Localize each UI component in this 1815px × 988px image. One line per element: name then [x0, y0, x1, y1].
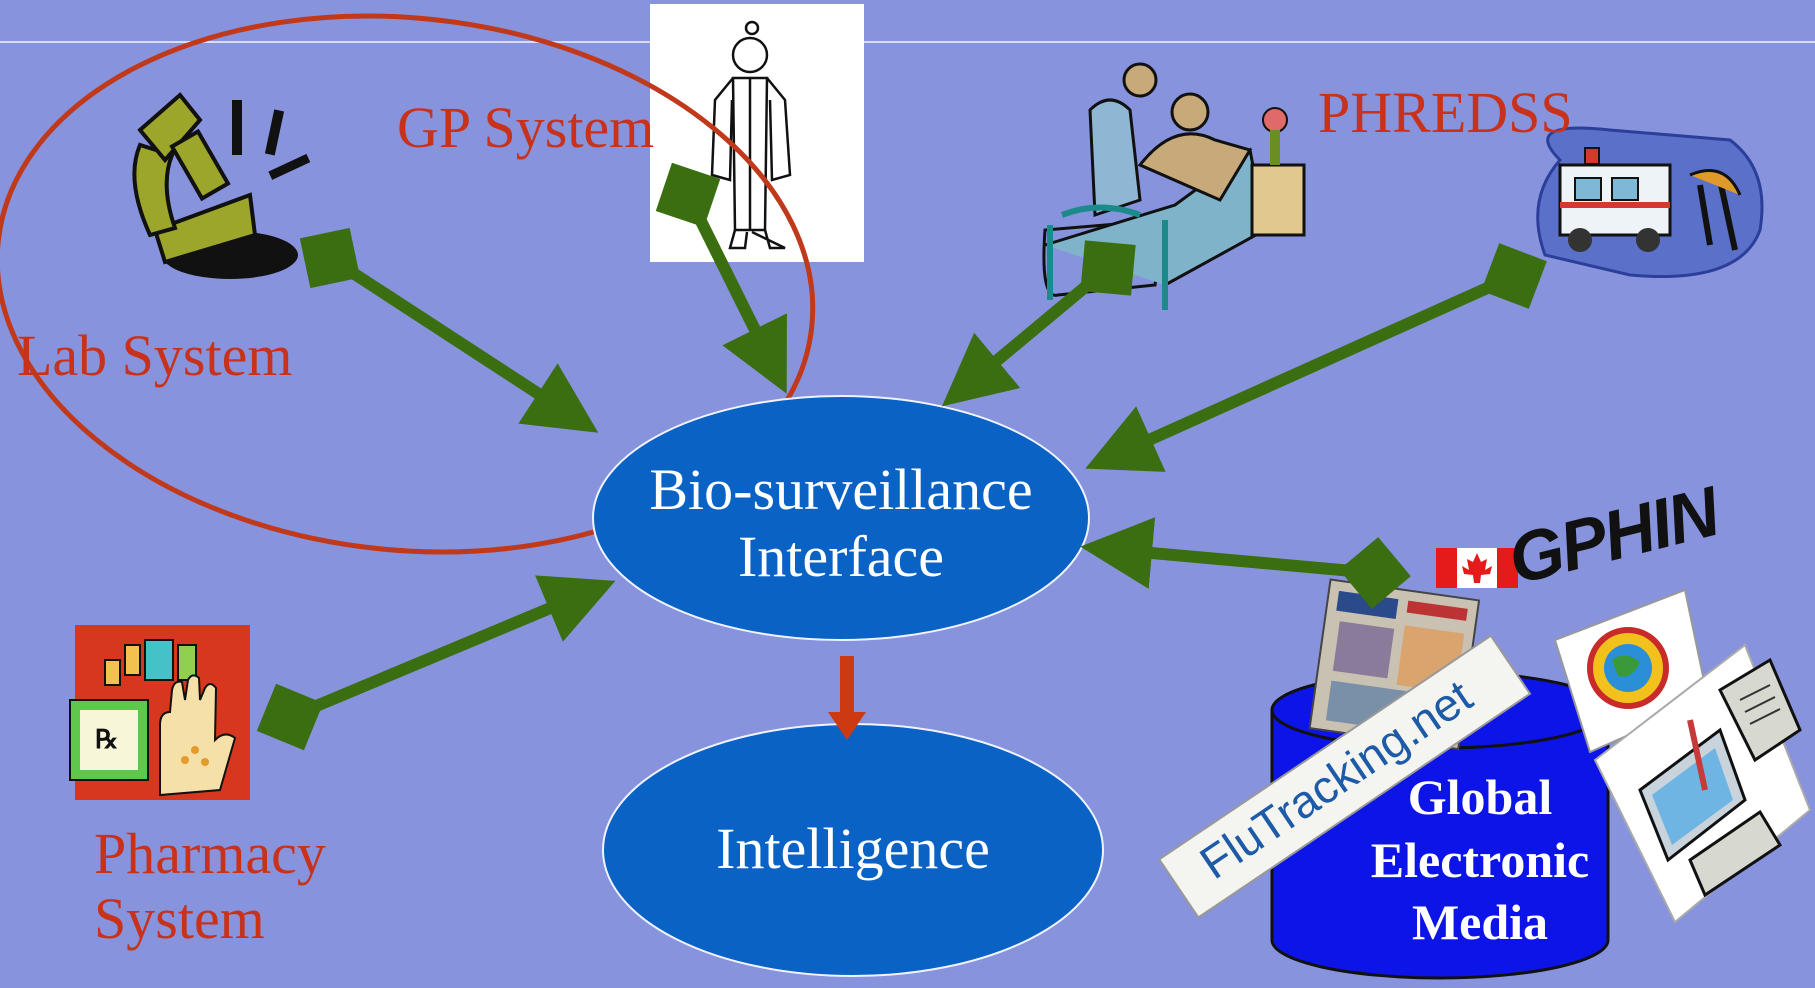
intelligence-label: Intelligence	[716, 816, 990, 881]
arrow-interface-to-intelligence	[828, 656, 866, 740]
connector-arrows	[256, 162, 1547, 751]
microscope-icon	[132, 92, 311, 279]
interface-line2: Interface	[737, 524, 945, 590]
gp-system-label: GP System	[397, 95, 655, 160]
pharmacy-icon: ℞	[69, 625, 250, 800]
db-line3: Media	[1411, 894, 1549, 950]
svg-text:℞: ℞	[95, 724, 118, 754]
interface-line1: Bio-surveillance	[649, 457, 1033, 522]
phredss-label: PHREDSS	[1318, 80, 1573, 145]
flutracking-banner	[1157, 634, 1532, 919]
db-line1: Global	[1407, 769, 1553, 825]
pharmacy-line2: System	[94, 885, 265, 951]
pharmacy-system-label: Pharmacy System	[94, 821, 326, 952]
ambulance-icon	[1536, 126, 1764, 279]
doctor-icon	[650, 4, 864, 262]
canada-flag-icon	[1436, 548, 1518, 588]
hospital-bed-icon	[1042, 62, 1306, 310]
arrow-lab-to-interface	[299, 227, 599, 433]
arrow-phredss-to-interface	[1085, 243, 1547, 472]
grouping-circle	[0, 13, 816, 555]
computer-icon	[1593, 643, 1812, 924]
lab-system-label: Lab System	[17, 323, 293, 388]
arrow-media-to-interface	[1080, 517, 1411, 609]
pharmacy-line1: Pharmacy	[94, 821, 326, 886]
global-electronic-media-label: Global Electronic Media	[1355, 766, 1605, 954]
interface-label: Bio-surveillance Interface	[593, 456, 1089, 591]
arrow-gp-to-interface	[655, 162, 787, 394]
db-line2: Electronic	[1370, 831, 1590, 888]
arrow-pharmacy-to-interface	[256, 575, 616, 751]
